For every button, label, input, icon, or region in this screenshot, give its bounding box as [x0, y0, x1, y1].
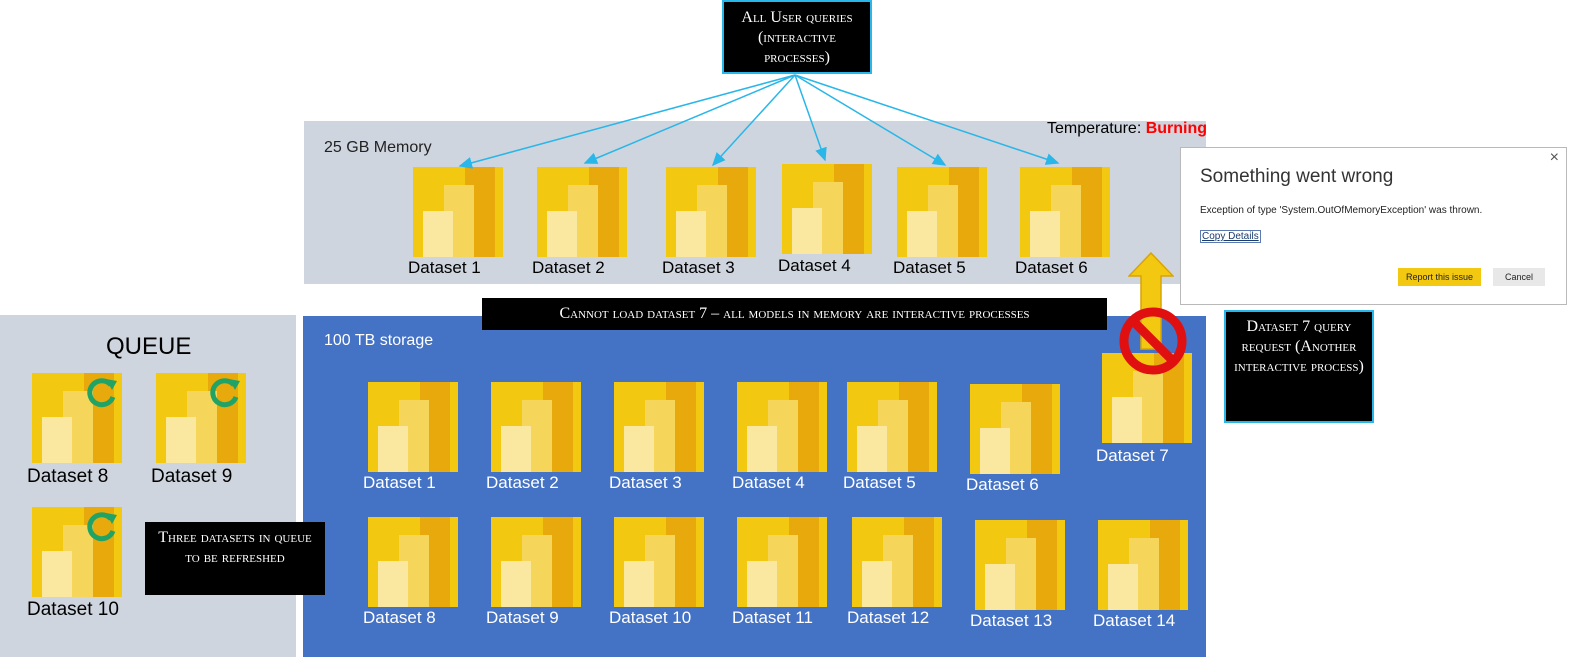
powerbi-dataset-icon	[897, 167, 987, 257]
copy-details-link[interactable]: Copy Details	[1200, 230, 1261, 243]
storage-tile	[614, 517, 704, 607]
memory-dataset-label: Dataset 1	[408, 258, 481, 277]
memory-tile	[1020, 167, 1110, 257]
storage-dataset-label: Dataset 6	[966, 475, 1039, 494]
powerbi-dataset-icon	[32, 373, 122, 463]
storage-tile	[847, 382, 937, 472]
storage-tile	[970, 384, 1060, 474]
powerbi-dataset-icon	[368, 382, 458, 472]
queue-callout: Three datasets in queue to be refreshed	[145, 522, 325, 595]
dataset7-request-callout: Dataset 7 query request (Another interac…	[1224, 310, 1374, 423]
queue-tile	[32, 373, 122, 463]
powerbi-dataset-icon	[491, 382, 581, 472]
storage-dataset-label: Dataset 11	[732, 608, 813, 627]
powerbi-dataset-icon	[782, 164, 872, 254]
refresh-icon	[87, 378, 117, 408]
memory-dataset-label: Dataset 5	[893, 258, 966, 277]
cannot-load-callout: Cannot load dataset 7 – all models in me…	[482, 298, 1107, 330]
powerbi-dataset-icon	[970, 384, 1060, 474]
queue-dataset-label: Dataset 10	[27, 599, 119, 620]
storage-dataset-label: Dataset 7	[1096, 446, 1169, 465]
powerbi-dataset-icon	[737, 517, 827, 607]
powerbi-dataset-icon	[737, 382, 827, 472]
storage-tile	[737, 382, 827, 472]
storage-tile	[491, 382, 581, 472]
memory-tile	[897, 167, 987, 257]
storage-tile	[737, 517, 827, 607]
storage-dataset-label: Dataset 5	[843, 473, 916, 492]
storage-dataset-label: Dataset 3	[609, 473, 682, 492]
memory-title: 25 GB Memory	[324, 139, 432, 156]
storage-tile	[368, 382, 458, 472]
powerbi-dataset-icon	[413, 167, 503, 257]
powerbi-dataset-icon	[975, 520, 1065, 610]
powerbi-dataset-icon	[1020, 167, 1110, 257]
queue-tile	[32, 507, 122, 597]
powerbi-dataset-icon	[1098, 520, 1188, 610]
user-queries-callout: All User queries (interactive processes)	[722, 0, 872, 74]
storage-dataset-label: Dataset 9	[486, 608, 559, 627]
memory-tile	[782, 164, 872, 254]
powerbi-dataset-icon	[156, 373, 246, 463]
dialog-message: Exception of type 'System.OutOfMemoryExc…	[1200, 205, 1483, 216]
queue-tile	[156, 373, 246, 463]
powerbi-dataset-icon	[614, 517, 704, 607]
temperature-readout: Temperature: Burning	[1047, 120, 1207, 138]
storage-dataset-label: Dataset 12	[847, 608, 930, 627]
queue-title: QUEUE	[106, 333, 192, 360]
dataset7-request-text: Dataset 7 query request (Another interac…	[1234, 318, 1364, 375]
memory-dataset-label: Dataset 6	[1015, 258, 1088, 277]
storage-dataset-label: Dataset 1	[363, 473, 436, 492]
queue-dataset-label: Dataset 8	[27, 466, 109, 487]
powerbi-dataset-icon	[537, 167, 627, 257]
memory-dataset-label: Dataset 4	[778, 256, 851, 275]
memory-dataset-label: Dataset 2	[532, 258, 605, 277]
temperature-value: Burning	[1145, 120, 1208, 137]
report-issue-button[interactable]: Report this issue	[1398, 268, 1481, 286]
powerbi-dataset-icon	[32, 507, 122, 597]
storage-dataset-label: Dataset 10	[609, 608, 692, 627]
queue-callout-text: Three datasets in queue to be refreshed	[158, 529, 312, 566]
storage-dataset-label: Dataset 14	[1093, 611, 1176, 630]
powerbi-dataset-icon	[847, 382, 937, 472]
powerbi-dataset-icon	[368, 517, 458, 607]
storage-dataset-label: Dataset 8	[363, 608, 436, 627]
user-queries-text: All User queries (interactive processes)	[741, 9, 853, 66]
powerbi-dataset-icon	[614, 382, 704, 472]
powerbi-dataset-icon	[852, 517, 942, 607]
temperature-label: Temperature:	[1047, 120, 1142, 137]
queue-panel	[0, 315, 296, 657]
memory-tile	[413, 167, 503, 257]
storage-title: 100 TB storage	[324, 332, 434, 349]
powerbi-dataset-icon	[491, 517, 581, 607]
storage-dataset-label: Dataset 4	[732, 473, 805, 492]
storage-dataset-label: Dataset 13	[970, 611, 1053, 630]
storage-tile	[368, 517, 458, 607]
storage-dataset-label: Dataset 2	[486, 473, 559, 492]
close-icon[interactable]: ×	[1549, 149, 1559, 166]
cannot-load-text: Cannot load dataset 7 – all models in me…	[559, 305, 1030, 322]
refresh-icon	[210, 378, 240, 408]
storage-tile	[852, 517, 942, 607]
storage-tile	[1098, 520, 1188, 610]
cancel-button[interactable]: Cancel	[1493, 268, 1545, 286]
prohibited-icon	[1119, 307, 1187, 375]
memory-tile	[666, 167, 756, 257]
refresh-icon	[87, 512, 117, 542]
memory-dataset-label: Dataset 3	[662, 258, 735, 277]
queue-dataset-label: Dataset 9	[151, 466, 233, 487]
memory-tile	[537, 167, 627, 257]
powerbi-dataset-icon	[666, 167, 756, 257]
error-dialog: × Something went wrong Exception of type…	[1180, 147, 1567, 305]
storage-tile	[491, 517, 581, 607]
dialog-title: Something went wrong	[1200, 166, 1394, 187]
storage-tile	[975, 520, 1065, 610]
storage-tile	[614, 382, 704, 472]
load-arrow-icon	[1128, 252, 1174, 350]
